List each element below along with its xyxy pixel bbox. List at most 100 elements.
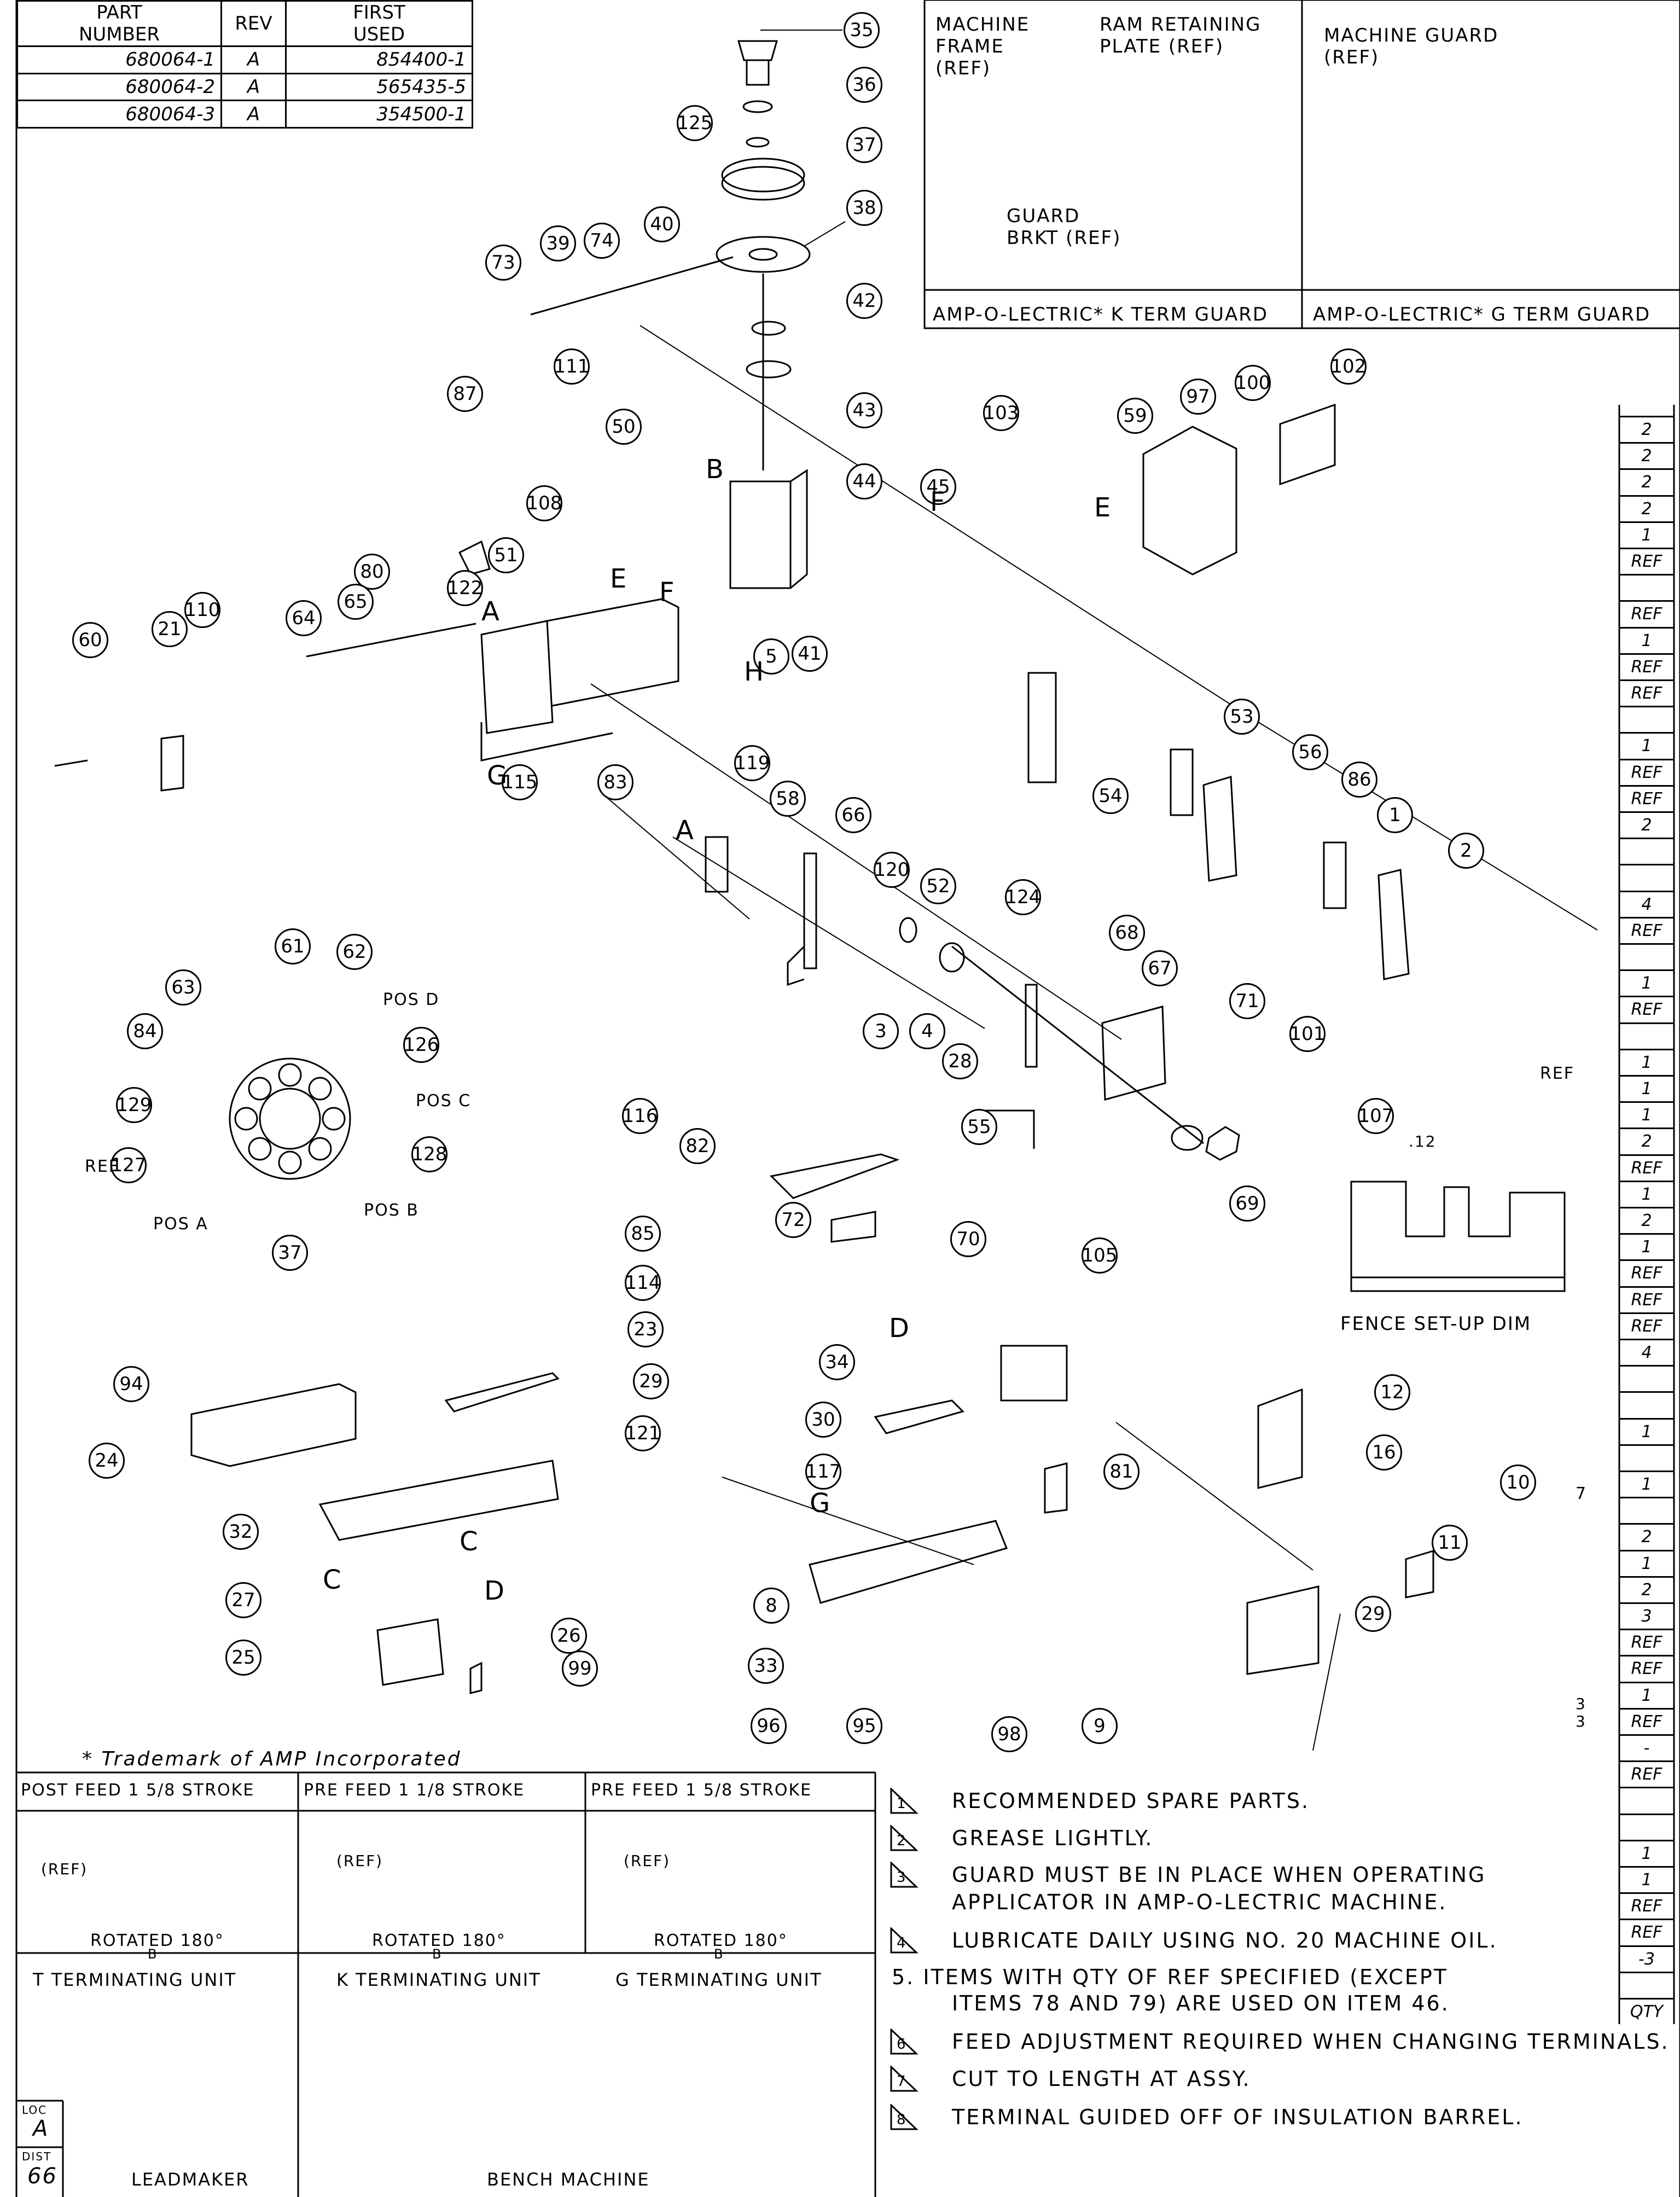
qty-cell: REF — [1619, 758, 1674, 785]
callout-bubble: 5 — [753, 638, 789, 675]
callout-bubble: 32 — [223, 1514, 259, 1550]
qty-cell: - — [1619, 1734, 1674, 1760]
callout-bubble: 111 — [554, 348, 590, 385]
callout-bubble: 44 — [846, 463, 882, 499]
qty-cell: 2 — [1619, 1127, 1674, 1154]
callout-bubble: 36 — [846, 67, 882, 103]
callout-bubble: 127 — [111, 1147, 147, 1183]
callout-bubble: 23 — [627, 1311, 664, 1347]
qty-cell — [1619, 706, 1674, 732]
qty-cell: REF — [1619, 548, 1674, 574]
callout-bubble: 70 — [950, 1221, 986, 1257]
callout-bubble: 107 — [1358, 1098, 1394, 1134]
qty-cell: 1 — [1619, 1839, 1674, 1866]
callout-bubble: 2 — [1448, 833, 1484, 869]
callout-bubble: 71 — [1229, 983, 1265, 1019]
callout-bubble: 25 — [225, 1640, 261, 1676]
callout-bubble: 59 — [1117, 398, 1153, 434]
qty-cell — [1619, 1497, 1674, 1523]
note-line: ITEMS 78 AND 79) ARE USED ON ITEM 46. — [952, 1991, 1450, 2015]
machine-guard-label: MACHINE GUARD (REF) — [1324, 25, 1499, 68]
arrow-letter-e2: E — [610, 563, 628, 594]
qty-cell — [1619, 1813, 1674, 1840]
qty-cell: QTY — [1619, 1998, 1674, 2024]
machine-frame-label: MACHINE FRAME (REF) — [935, 14, 1030, 79]
callout-bubble: 116 — [622, 1098, 658, 1134]
callout-bubble: 122 — [447, 570, 483, 606]
callout-bubble: 128 — [411, 1136, 447, 1172]
callout-bubble: 119 — [734, 745, 770, 781]
qty-cell: 2 — [1619, 1207, 1674, 1233]
arrow-letter-d: D — [484, 1576, 505, 1606]
callout-bubble: 3 — [863, 1013, 899, 1049]
callout-bubble: 110 — [184, 592, 220, 628]
callout-bubble: 24 — [89, 1443, 125, 1479]
note-flag-1: 1 — [889, 1787, 919, 1814]
callout-bubble: 37 — [272, 1235, 308, 1271]
qty-cell: 2 — [1619, 1576, 1674, 1602]
b-label-3: B — [714, 1946, 724, 1962]
qty-cell: REF — [1619, 1286, 1674, 1312]
rev-header: REV — [220, 0, 287, 47]
note-flag-2: 2 — [889, 1824, 919, 1851]
callout-bubble: 124 — [1005, 879, 1041, 915]
qty-cell: REF — [1619, 653, 1674, 679]
qty-cell — [1619, 1444, 1674, 1471]
qty-cell: REF — [1619, 1919, 1674, 1945]
callout-bubble: 115 — [502, 764, 538, 800]
qty-cell: -3 — [1619, 1945, 1674, 1972]
qty-cell — [1619, 1787, 1674, 1813]
callout-bubble: 121 — [625, 1415, 661, 1451]
callout-bubble: 65 — [338, 584, 374, 620]
fence-ref-label: REF — [1540, 1064, 1575, 1083]
qty-cell: REF — [1619, 1629, 1674, 1655]
note-line: CUT TO LENGTH AT ASSY. — [952, 2067, 1251, 2091]
callout-bubble: 103 — [983, 395, 1019, 431]
note-flag-3: 3 — [889, 1861, 919, 1888]
arrow-letter-b: B — [706, 454, 725, 485]
callout-bubble: 52 — [920, 868, 956, 904]
qty-cell: 2 — [1619, 442, 1674, 468]
note-line: APPLICATOR IN AMP-O-LECTRIC MACHINE. — [952, 1890, 1448, 1914]
callout-bubble: 66 — [835, 797, 871, 833]
qty-flag-3b: 3 — [1576, 1712, 1586, 1730]
qty-cell: 1 — [1619, 1075, 1674, 1101]
callout-bubble: 55 — [961, 1109, 997, 1145]
qty-cell: REF — [1619, 784, 1674, 811]
dist-label: DIST — [22, 2150, 52, 2163]
ram-plate-label: RAM RETAINING PLATE (REF) — [1100, 14, 1262, 57]
qty-cell: 1 — [1619, 1417, 1674, 1444]
qty-cell: REF — [1619, 1892, 1674, 1919]
note-line: LUBRICATE DAILY USING NO. 20 MACHINE OIL… — [952, 1928, 1498, 1952]
note-flag-8: 8 — [889, 2103, 919, 2130]
rotated-label-3: ROTATED 180° — [654, 1931, 788, 1950]
trademark-note: * Trademark of AMP Incorporated — [82, 1748, 462, 1770]
qty-cell: 2 — [1619, 811, 1674, 838]
callout-bubble: 114 — [625, 1265, 661, 1301]
callout-bubble: 81 — [1103, 1454, 1140, 1490]
rotated-label-1: ROTATED 180° — [90, 1931, 224, 1950]
callout-bubble: 1 — [1377, 797, 1413, 833]
dist-value: 66 — [27, 2164, 57, 2189]
arrow-letter-f: F — [930, 487, 946, 518]
qty-cell — [1619, 1391, 1674, 1417]
qty-cell: REF — [1619, 1707, 1674, 1734]
qty-cell: REF — [1619, 600, 1674, 626]
callout-bubble: 72 — [775, 1202, 811, 1238]
callout-bubble: 27 — [225, 1582, 261, 1618]
qty-cell: 1 — [1619, 1471, 1674, 1497]
callout-bubble: 105 — [1082, 1237, 1118, 1274]
callout-bubble: 98 — [991, 1716, 1027, 1752]
callout-bubble: 80 — [354, 554, 390, 590]
callout-bubble: 101 — [1289, 1016, 1326, 1052]
qty-cell: 1 — [1619, 969, 1674, 996]
fence-dim-value: .12 — [1409, 1132, 1437, 1150]
callout-bubble: 61 — [275, 928, 311, 964]
callout-bubble: 108 — [526, 485, 562, 521]
callout-bubble: 120 — [874, 852, 910, 888]
callout-bubble: 38 — [846, 190, 882, 226]
note-flag-4: 4 — [889, 1926, 919, 1954]
